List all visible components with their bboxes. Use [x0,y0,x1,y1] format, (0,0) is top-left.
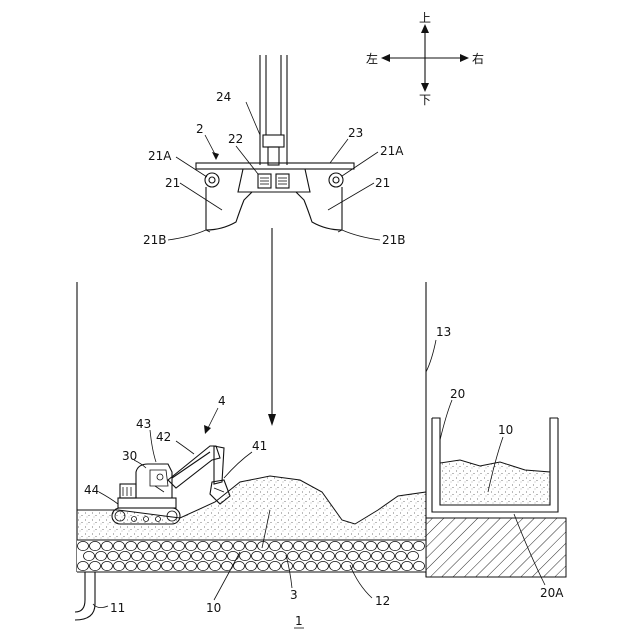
label-10-pile: 10 [206,601,221,615]
label-21A-left: 21A [148,149,172,163]
label-41: 41 [252,439,267,453]
label-20: 20 [450,387,465,401]
compass-up: 上 [419,11,431,25]
label-42: 42 [156,430,171,444]
label-13: 13 [436,325,451,339]
compass-left: 左 [366,51,378,66]
label-20A: 20A [540,586,564,600]
label-43: 43 [136,417,151,431]
label-21-left: 21 [165,176,180,190]
label-10-bin: 10 [498,423,513,437]
figure-number: 1 [295,614,303,628]
label-11: 11 [110,601,125,615]
receiving-bin [426,340,566,585]
label-23: 23 [348,126,363,140]
drop-arrow [268,228,276,426]
label-12: 12 [375,594,390,608]
grab-bucket [168,55,380,240]
label-2: 2 [196,122,204,136]
label-21B-right: 21B [382,233,406,247]
label-3: 3 [290,588,298,602]
compass-right: 右 [472,51,484,66]
label-21A-right: 21A [380,144,404,158]
label-44: 44 [84,483,99,497]
label-21-right: 21 [375,176,390,190]
label-24: 24 [216,90,231,104]
direction-compass: 上 下 左 右 [366,11,484,107]
label-22: 22 [228,132,243,146]
label-4: 4 [218,394,226,408]
label-21B-left: 21B [143,233,167,247]
compass-down: 下 [419,93,431,107]
label-30: 30 [122,449,137,463]
